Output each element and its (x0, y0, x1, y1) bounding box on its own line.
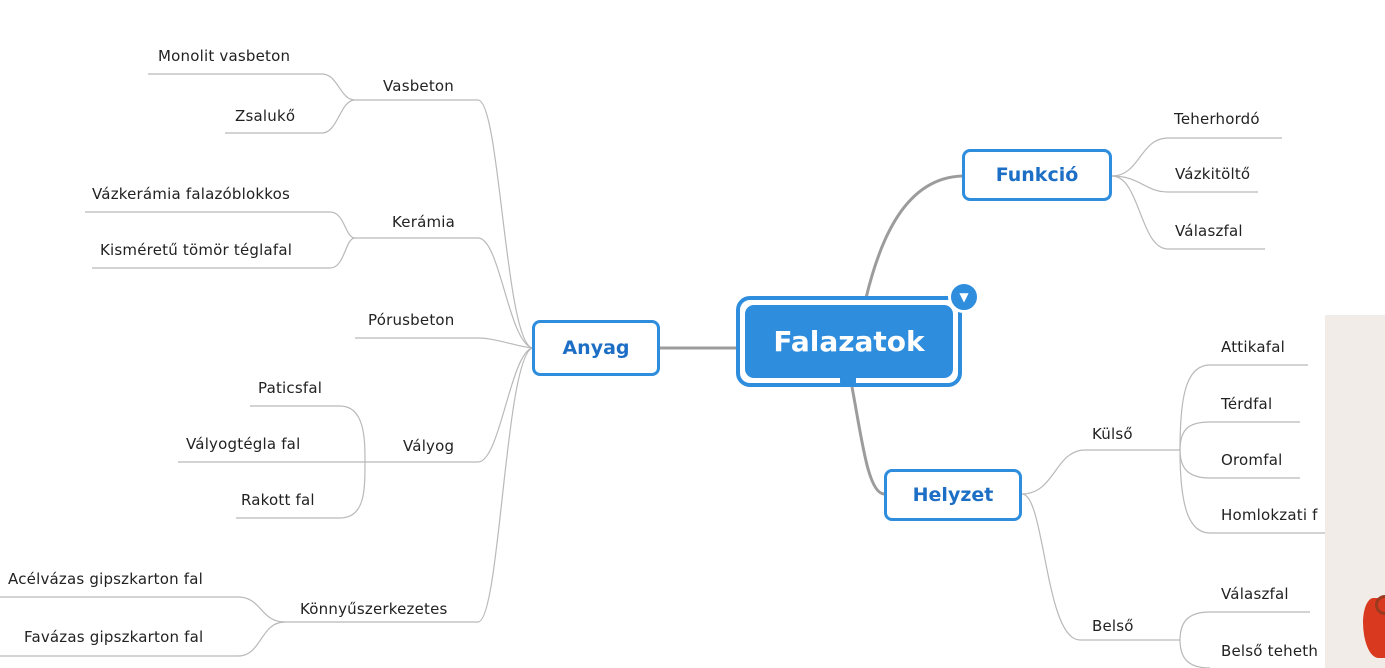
node-kismeretu[interactable]: Kisméretű tömör téglafal (100, 241, 293, 259)
edge-vasbeton-monolit (148, 73, 356, 101)
node-konnyuszerkezetes[interactable]: Könnyűszerkezetes (300, 600, 448, 618)
node-favazas[interactable]: Favázas gipszkarton fal (24, 628, 204, 646)
node-valaszfal-belso[interactable]: Válaszfal (1221, 585, 1289, 603)
edge-anyag-konnyu (285, 347, 533, 623)
node-valaszfal-funkcio[interactable]: Válaszfal (1175, 222, 1243, 240)
edge-valyog-paticsfal (250, 405, 366, 463)
edge-funkcio-valaszfal (1111, 175, 1265, 250)
node-paticsfal[interactable]: Paticsfal (258, 379, 323, 397)
node-terdfal[interactable]: Térdfal (1221, 395, 1273, 413)
edge-anyag-keramia (355, 237, 533, 349)
edge-anyag-porusbeton (355, 337, 533, 349)
edge-anyag-vasbeton (355, 99, 533, 349)
node-vazkeramia[interactable]: Vázkerámia falazóblokkos (92, 185, 291, 203)
edge-anyag-valyog (365, 347, 533, 463)
node-teherhordo[interactable]: Teherhordó (1174, 110, 1260, 128)
node-zsaluko[interactable]: Zsalukő (235, 107, 296, 125)
edge-center-funkcio (864, 174, 963, 299)
edge-kulso-attikafal (1179, 364, 1308, 451)
branch-helyzet[interactable]: Helyzet (884, 469, 1022, 521)
edge-keramia-vazkeramia (85, 211, 356, 239)
edge-valyog-rakott (236, 461, 366, 519)
node-monolit-vasbeton[interactable]: Monolit vasbeton (158, 47, 291, 65)
central-topic[interactable]: Falazatok (736, 296, 962, 387)
edge-helyzet-belso (1021, 493, 1180, 641)
edge-belso-teheth (1179, 639, 1211, 668)
edge-kulso-homlokzati (1179, 449, 1325, 534)
node-oromfal[interactable]: Oromfal (1221, 451, 1283, 469)
edge-funkcio-teherhordo (1111, 137, 1282, 177)
central-topic-label: Falazatok (745, 305, 953, 378)
chevron-down-icon[interactable]: ▼ (948, 281, 980, 313)
branch-funkcio[interactable]: Funkció (962, 149, 1112, 201)
central-topic-tab (840, 378, 856, 386)
edge-konnyu-acelvazas (0, 596, 286, 623)
node-homlokzati[interactable]: Homlokzati f (1221, 506, 1318, 524)
edge-konnyu-favazas (0, 621, 286, 657)
node-vasbeton[interactable]: Vasbeton (383, 77, 455, 95)
node-porusbeton[interactable]: Pórusbeton (368, 311, 455, 329)
node-kulso[interactable]: Külső (1092, 425, 1133, 443)
node-valyogtegla[interactable]: Vályogtégla fal (186, 435, 301, 453)
branch-anyag[interactable]: Anyag (532, 320, 660, 376)
edge-helyzet-kulso (1021, 449, 1180, 495)
edge-keramia-kismeretu (92, 237, 356, 269)
node-attikafal[interactable]: Attikafal (1221, 338, 1285, 356)
node-valyog[interactable]: Vályog (403, 437, 455, 455)
node-rakott[interactable]: Rakott fal (241, 491, 315, 509)
connector-lines (0, 73, 1325, 668)
edge-belso-valaszfal (1179, 611, 1310, 641)
edge-funkcio-vazkitolto (1111, 175, 1258, 193)
edge-kulso-terdfal (1179, 421, 1300, 451)
webcam-object-ring (1375, 595, 1385, 615)
webcam-overlay (1325, 315, 1385, 668)
node-vazkitolto[interactable]: Vázkitöltő (1175, 165, 1251, 183)
node-keramia[interactable]: Kerámia (392, 213, 456, 231)
edge-center-helyzet (850, 386, 885, 496)
node-belso[interactable]: Belső (1092, 617, 1134, 635)
node-belso-teheth[interactable]: Belső teheth (1221, 642, 1319, 660)
edge-vasbeton-zsaluko (225, 99, 356, 134)
node-acelvazas[interactable]: Acélvázas gipszkarton fal (8, 570, 204, 588)
